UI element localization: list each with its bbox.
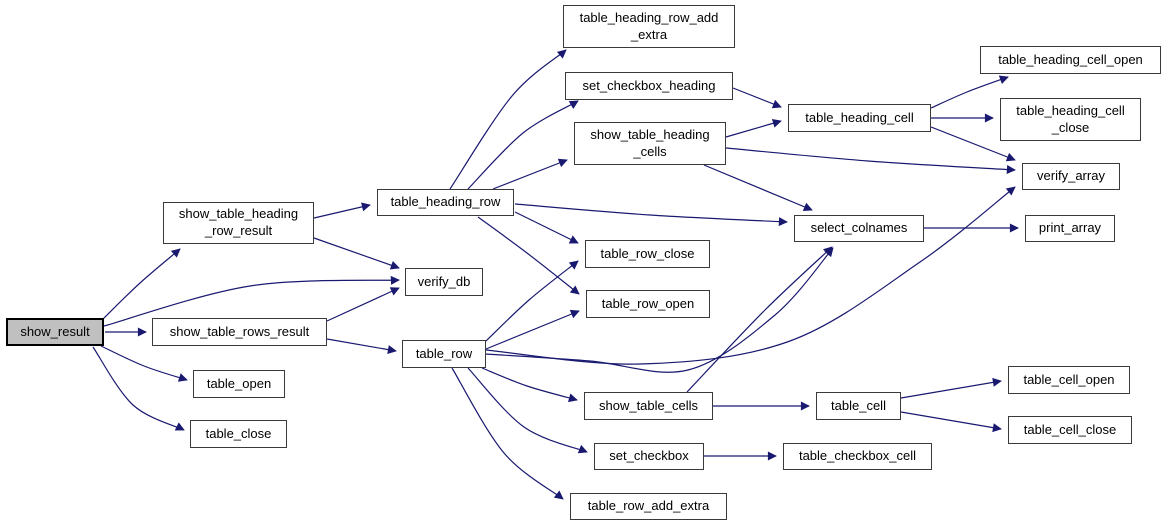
- edge-show_result-to-show_table_heading_row_result: [102, 248, 181, 320]
- node-verify_array[interactable]: verify_array: [1022, 163, 1120, 190]
- edge-table_heading_row-to-table_row_open: [477, 216, 580, 295]
- node-table_checkbox_cell[interactable]: table_checkbox_cell: [783, 443, 932, 470]
- edge-table_row-to-table_row_close: [485, 260, 579, 342]
- node-table_open[interactable]: table_open: [193, 370, 285, 398]
- node-show_table_cells[interactable]: show_table_cells: [584, 392, 713, 420]
- edge-table_heading_row-to-table_heading_row_add_extra: [449, 49, 567, 190]
- edge-table_heading_row-to-table_row_close: [514, 211, 579, 244]
- node-print_array[interactable]: print_array: [1025, 215, 1115, 242]
- edge-table_row-to-verify_array: [485, 186, 1016, 365]
- edge-table_heading_row-to-show_table_heading_cells: [492, 158, 568, 190]
- node-table_close[interactable]: table_close: [190, 420, 287, 448]
- edge-show_table_heading_cells-to-verify_array: [725, 147, 1016, 174]
- node-table_cell_open[interactable]: table_cell_open: [1008, 366, 1130, 394]
- edge-set_checkbox_heading-to-table_heading_cell: [732, 87, 782, 109]
- edge-show_table_heading_row_result-to-table_heading_row: [313, 202, 371, 219]
- edge-show_table_rows_result-to-verify_db: [326, 287, 400, 322]
- node-select_colnames[interactable]: select_colnames: [794, 215, 924, 242]
- node-table_heading_cell_open[interactable]: table_heading_cell_open: [980, 46, 1161, 74]
- edge-table_row-to-table_row_open: [485, 309, 580, 350]
- edge-table_heading_cell-to-verify_array: [930, 126, 1016, 162]
- node-set_checkbox[interactable]: set_checkbox: [594, 443, 704, 470]
- node-table_row_close[interactable]: table_row_close: [585, 240, 710, 268]
- node-table_row[interactable]: table_row: [402, 340, 486, 368]
- edge-show_table_heading_row_result-to-verify_db: [313, 237, 400, 270]
- node-show_table_heading_row_result[interactable]: show_table_heading _row_result: [163, 202, 314, 244]
- edge-show_table_rows_result-to-table_row: [326, 338, 397, 355]
- node-table_heading_cell[interactable]: table_heading_cell: [788, 104, 931, 132]
- node-show_result[interactable]: show_result: [6, 318, 104, 346]
- edge-show_result-to-verify_db: [103, 275, 400, 327]
- node-verify_db[interactable]: verify_db: [405, 268, 483, 296]
- edge-table_row-to-table_row_add_extra: [451, 367, 564, 500]
- node-table_heading_row[interactable]: table_heading_row: [377, 189, 514, 216]
- node-table_row_add_extra[interactable]: table_row_add_extra: [570, 493, 727, 520]
- edge-table_cell-to-table_cell_open: [900, 377, 1002, 399]
- node-table_heading_row_add_extra[interactable]: table_heading_row_add _extra: [563, 5, 735, 48]
- edge-show_result-to-table_close: [92, 346, 185, 431]
- edge-table_heading_row-to-set_checkbox_heading: [467, 100, 579, 190]
- node-show_table_rows_result[interactable]: show_table_rows_result: [152, 318, 327, 346]
- node-table_cell_close[interactable]: table_cell_close: [1008, 416, 1132, 444]
- edge-table_row-to-set_checkbox: [467, 367, 588, 454]
- edge-show_table_cells-to-select_colnames: [686, 246, 833, 393]
- edge-table_cell-to-table_cell_close: [900, 411, 1002, 433]
- edge-table_heading_row-to-select_colnames: [514, 203, 788, 227]
- edge-table_row-to-show_table_cells: [481, 367, 578, 403]
- edge-table_heading_cell-to-table_heading_cell_open: [930, 75, 1009, 109]
- edge-show_result-to-table_open: [100, 345, 188, 382]
- node-table_heading_cell_close[interactable]: table_heading_cell _close: [1000, 98, 1141, 141]
- node-table_cell[interactable]: table_cell: [816, 392, 901, 420]
- node-set_checkbox_heading[interactable]: set_checkbox_heading: [565, 72, 733, 100]
- edge-show_table_heading_cells-to-select_colnames: [703, 164, 813, 212]
- edge-show_table_heading_cells-to-table_heading_cell: [725, 118, 782, 138]
- node-table_row_open[interactable]: table_row_open: [586, 290, 710, 318]
- node-show_table_heading_cells[interactable]: show_table_heading _cells: [574, 122, 726, 165]
